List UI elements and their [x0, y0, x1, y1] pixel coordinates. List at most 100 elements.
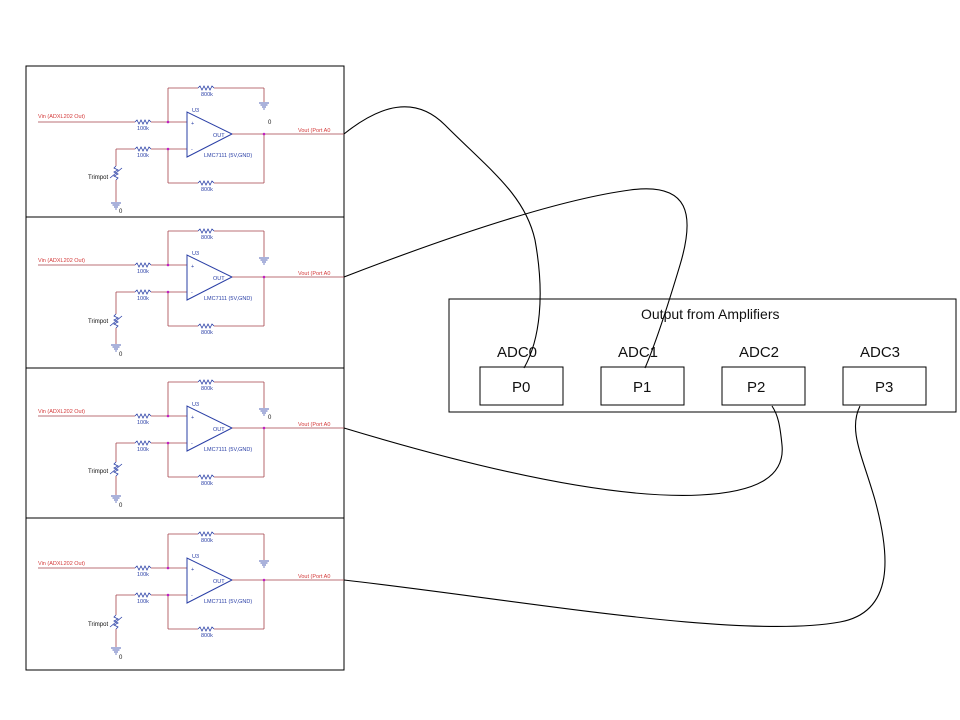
trim-resistor	[134, 440, 152, 446]
opamp-minus: -	[191, 290, 193, 296]
opamp-minus: -	[191, 441, 193, 447]
port-p2-box	[721, 366, 806, 406]
trimpot-label: Trimpot	[88, 175, 108, 181]
input-resistor	[134, 565, 152, 571]
trim-resistor-label: 100k	[137, 153, 149, 159]
port-p2-label: P2	[747, 379, 765, 396]
port-p0-label: P0	[512, 379, 530, 396]
port-p3-box	[842, 366, 927, 406]
port-p3-label: P3	[875, 379, 893, 396]
panel-border	[25, 216, 345, 369]
trimpot-ground-symbol	[110, 344, 122, 352]
vin-label: Vin (ADXL202 Out)	[38, 114, 85, 120]
opamp-designator: U3	[192, 554, 199, 560]
opamp-symbol	[186, 254, 234, 301]
port-p1-box	[600, 366, 685, 406]
input-resistor-label: 100k	[137, 572, 149, 578]
opamp-designator: U3	[192, 402, 199, 408]
output-box: Output from Amplifiers ADC0 ADC1 ADC2 AD…	[448, 298, 957, 413]
adc3-label: ADC3	[860, 344, 900, 361]
trimpot-label: Trimpot	[88, 622, 108, 628]
feedback-resistor-top	[197, 379, 215, 385]
cable-panel1-to-p0	[343, 106, 541, 369]
cables	[343, 106, 886, 628]
feedback-resistor-bottom-label: 800k	[201, 187, 213, 193]
amplifier-panel-2: Vin (ADXL202 Out) 100k 800k 800k 100k Tr…	[25, 216, 345, 369]
feedback-resistor-bottom	[197, 474, 215, 480]
feedback-resistor-top	[197, 531, 215, 537]
trimpot-ground-label: 0	[119, 503, 123, 509]
input-resistor	[134, 119, 152, 125]
opamp-symbol	[186, 557, 234, 604]
cable-panel3-to-p2	[343, 405, 783, 496]
vout-label: Vout (Port A0	[298, 574, 330, 580]
opamp-symbol	[186, 405, 234, 452]
feedback-resistor-top-label: 800k	[201, 386, 213, 392]
opamp-out: OUT	[213, 579, 225, 585]
vin-label: Vin (ADXL202 Out)	[38, 409, 85, 415]
input-resistor	[134, 262, 152, 268]
ground-symbol	[258, 257, 270, 265]
vout-label: Vout (Port A0	[298, 271, 330, 277]
trimpot-ground-label: 0	[119, 209, 123, 215]
feedback-resistor-bottom-label: 800k	[201, 481, 213, 487]
opamp-minus: -	[191, 147, 193, 153]
feedback-resistor-top	[197, 228, 215, 234]
feedback-resistor-top-label: 800k	[201, 235, 213, 241]
adc1-label: ADC1	[618, 344, 658, 361]
ground-symbol	[258, 560, 270, 568]
opamp-plus: +	[191, 415, 194, 421]
amplifier-panel-1: Vin (ADXL202 Out) 100k 800k 0 800k 100k …	[25, 65, 345, 218]
adc2-label: ADC2	[739, 344, 779, 361]
cable-panel2-to-p1	[343, 188, 688, 369]
opamp-part: LMC7111 (5V,GND)	[204, 153, 252, 159]
vin-label: Vin (ADXL202 Out)	[38, 258, 85, 264]
opamp-plus: +	[191, 121, 194, 127]
trimpot-ground-label: 0	[119, 352, 123, 358]
opamp-part: LMC7111 (5V,GND)	[204, 599, 252, 605]
opamp-part: LMC7111 (5V,GND)	[204, 447, 252, 453]
opamp-minus: -	[191, 593, 193, 599]
amplifier-panel-4: Vin (ADXL202 Out) 100k 800k 800k 100k Tr…	[25, 517, 345, 671]
trimpot-label: Trimpot	[88, 319, 108, 325]
feedback-resistor-bottom	[197, 323, 215, 329]
feedback-resistor-top-label: 800k	[201, 538, 213, 544]
adc0-label: ADC0	[497, 344, 537, 361]
trim-resistor-label: 100k	[137, 599, 149, 605]
panel-border	[25, 65, 345, 218]
opamp-plus: +	[191, 567, 194, 573]
feedback-resistor-bottom-label: 800k	[201, 330, 213, 336]
trim-resistor	[134, 146, 152, 152]
opamp-out: OUT	[213, 133, 225, 139]
input-resistor-label: 100k	[137, 126, 149, 132]
trim-resistor-label: 100k	[137, 447, 149, 453]
input-resistor-label: 100k	[137, 269, 149, 275]
opamp-out: OUT	[213, 427, 225, 433]
amplifier-panel-3: Vin (ADXL202 Out) 100k 800k 0 800k 100k …	[25, 367, 345, 519]
feedback-resistor-bottom-label: 800k	[201, 633, 213, 639]
ground-label: 0	[268, 415, 272, 421]
trimpot-ground-label: 0	[119, 655, 123, 661]
trimpot-ground-symbol	[110, 495, 122, 503]
vout-label: Vout (Port A0	[298, 128, 330, 134]
opamp-part: LMC7111 (5V,GND)	[204, 296, 252, 302]
feedback-resistor-bottom	[197, 180, 215, 186]
ground-label: 0	[268, 120, 272, 126]
input-resistor	[134, 413, 152, 419]
cable-panel4-to-p3	[343, 405, 886, 628]
trim-resistor	[134, 289, 152, 295]
opamp-out: OUT	[213, 276, 225, 282]
opamp-designator: U3	[192, 108, 199, 114]
panel-border	[25, 517, 345, 671]
port-p1-label: P1	[633, 379, 651, 396]
opamp-plus: +	[191, 264, 194, 270]
port-p0-box	[479, 366, 564, 406]
trim-resistor-label: 100k	[137, 296, 149, 302]
feedback-resistor-top	[197, 85, 215, 91]
ground-symbol	[258, 102, 270, 110]
feedback-resistor-bottom	[197, 626, 215, 632]
vout-label: Vout (Port A0	[298, 422, 330, 428]
trim-resistor	[134, 592, 152, 598]
opamp-designator: U3	[192, 251, 199, 257]
